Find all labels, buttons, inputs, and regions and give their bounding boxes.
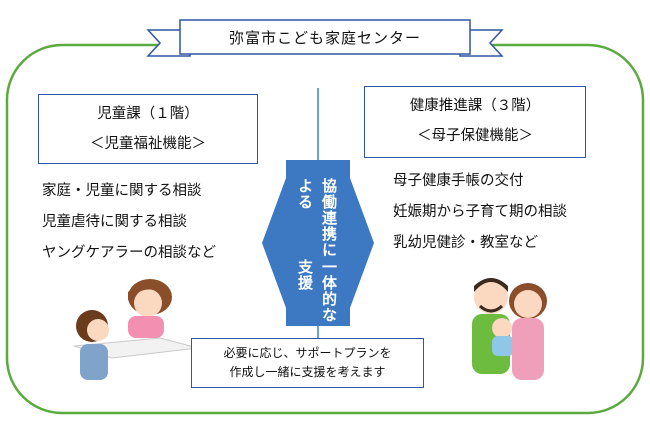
support-plan-line: 必要に応じ、サポートプランを bbox=[223, 346, 392, 360]
collaboration-line: 協働連携による bbox=[296, 178, 338, 258]
center-arrow bbox=[262, 160, 374, 326]
duty-item: ヤングケアラーの相談など bbox=[42, 245, 216, 261]
health-duties: 母子健康手帳の交付 妊娠期から子育て期の相談 乳幼児健診・教室など bbox=[393, 166, 567, 259]
consultation-illustration bbox=[73, 279, 199, 380]
family-illustration bbox=[472, 278, 547, 380]
health-department-box: 健康推進課（３階） ＜母子保健機能＞ bbox=[364, 86, 586, 158]
title-banner bbox=[146, 19, 504, 57]
department-function: ＜児童福祉機能＞ bbox=[90, 136, 206, 152]
department-name: 児童課（１階） bbox=[97, 106, 199, 122]
page-title: 弥富市こども家庭センター bbox=[228, 28, 421, 47]
support-plan-line: 作成し一緒に支援を考えます bbox=[229, 365, 386, 379]
collaboration-line: 一体的な支援 bbox=[296, 258, 338, 323]
department-function: ＜母子保健機能＞ bbox=[417, 128, 533, 144]
childcare-department-box: 児童課（１階） ＜児童福祉機能＞ bbox=[38, 94, 258, 164]
duty-item: 母子健康手帳の交付 bbox=[393, 173, 524, 189]
support-plan-box: 必要に応じ、サポートプランを 作成し一緒に支援を考えます bbox=[191, 338, 424, 388]
duty-item: 児童虐待に関する相談 bbox=[42, 214, 187, 230]
childcare-duties: 家庭・児童に関する相談 児童虐待に関する相談 ヤングケアラーの相談など bbox=[42, 176, 216, 269]
department-name: 健康推進課（３階） bbox=[409, 98, 541, 114]
duty-item: 妊娠期から子育て期の相談 bbox=[393, 204, 567, 220]
duty-item: 家庭・児童に関する相談 bbox=[42, 183, 202, 199]
collaboration-label: 協働連携による 一体的な支援 bbox=[292, 178, 342, 328]
duty-item: 乳幼児健診・教室など bbox=[393, 235, 538, 251]
